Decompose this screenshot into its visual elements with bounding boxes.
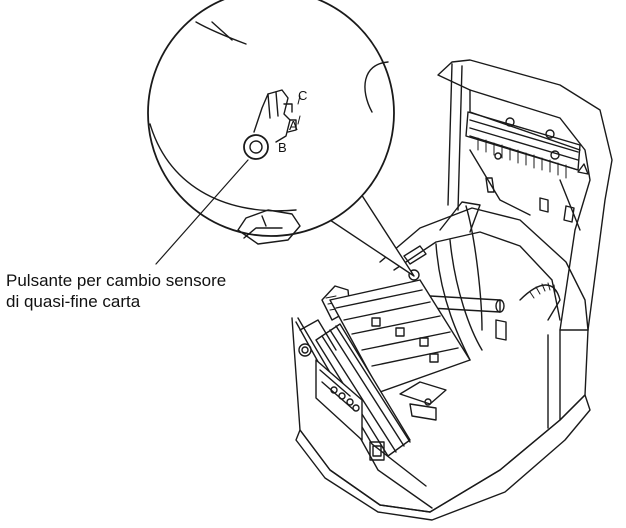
callout-label-line-1: Pulsante per cambio sensore xyxy=(6,271,227,290)
callout-label: Pulsante per cambio sensore di quasi-fin… xyxy=(6,270,296,312)
print-mechanism xyxy=(298,279,471,461)
switch-position-b: B xyxy=(278,140,287,155)
switch-position-a: A xyxy=(289,118,298,133)
magnifier-callout xyxy=(147,0,415,277)
paper-compartment xyxy=(321,201,589,361)
printer-cover xyxy=(437,59,613,331)
callout-label-line-2: di quasi-fine carta xyxy=(6,292,141,311)
switch-position-c: C xyxy=(298,88,307,103)
leader-line xyxy=(155,159,249,265)
